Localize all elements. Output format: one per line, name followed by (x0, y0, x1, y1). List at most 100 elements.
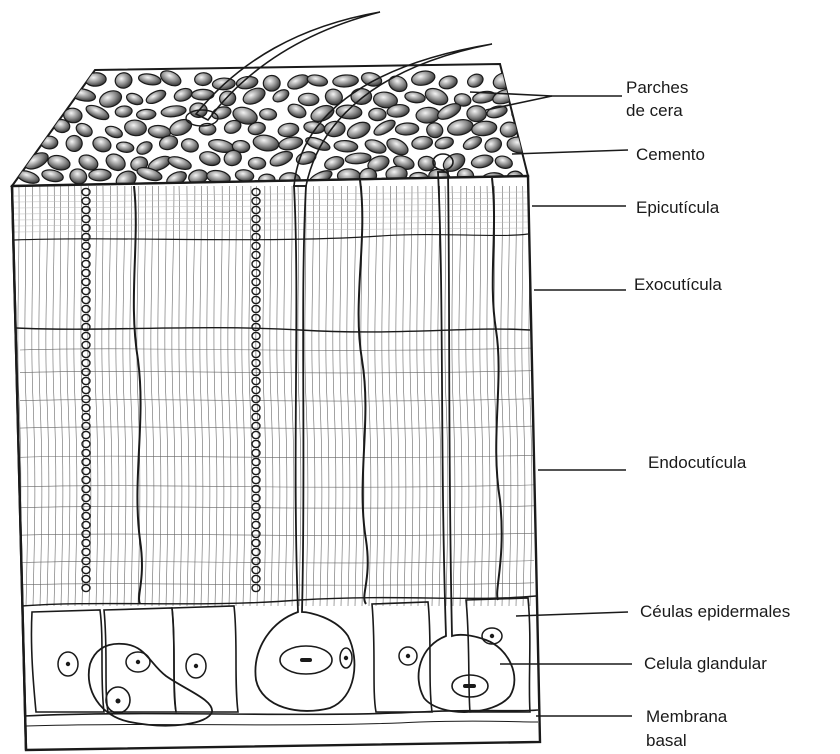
pore-canals (82, 188, 260, 591)
wax-patch (337, 169, 360, 184)
wax-patch (411, 135, 433, 150)
wax-patch (384, 135, 411, 158)
wax-patch (91, 134, 113, 154)
wax-patch (471, 120, 498, 137)
pore-canal-coil (82, 413, 90, 420)
pore-canal-coil (252, 215, 260, 222)
wax-patch (277, 122, 299, 138)
wax-patch (41, 136, 58, 149)
wax-patch (438, 74, 459, 90)
wax-patch (307, 168, 334, 189)
wax-patch (303, 121, 325, 135)
wax-patch (124, 119, 147, 137)
label-membrana-line2: basal (646, 731, 687, 750)
wax-patch (345, 152, 372, 165)
pore-canal-coil (252, 431, 260, 438)
wax-patch (135, 139, 155, 157)
wax-patch (345, 119, 373, 142)
pore-canal-coil (82, 314, 90, 321)
label-celula-glandular: Celula glandular (644, 654, 767, 673)
pore-canal-coil (82, 575, 90, 582)
wax-patch (136, 109, 156, 120)
wax-patch (363, 137, 387, 155)
wax-patch (68, 167, 89, 186)
wax-patch (104, 124, 124, 140)
pore-canal-coil (252, 404, 260, 411)
pore-canal-coil (82, 449, 90, 456)
epicuticle-band (14, 234, 528, 240)
label-cemento: Cemento (636, 145, 705, 164)
pore-canal-coil (82, 458, 90, 465)
label-parches-line2: de cera (626, 101, 683, 120)
wax-patch (116, 141, 135, 154)
wax-patch (173, 86, 194, 103)
wax-patch (167, 154, 193, 172)
wax-patches (16, 68, 534, 192)
pore-canal-coil (82, 296, 90, 303)
wax-patch (194, 72, 212, 86)
wax-patch (404, 91, 426, 105)
wax-patch (278, 135, 304, 151)
wax-patch (461, 134, 483, 152)
wax-patch (386, 73, 409, 94)
pore-canal-coil (82, 377, 90, 384)
pore-canal-coil (252, 260, 260, 267)
labels: Parches de cera Cemento Epicutícula Exoc… (626, 78, 790, 750)
pore-canal-coil (82, 512, 90, 519)
label-exocuticula: Exocutícula (634, 275, 722, 294)
wax-patch (125, 91, 144, 106)
wax-patch (180, 137, 199, 153)
pore-canal-coil (252, 413, 260, 420)
wax-patch (259, 108, 277, 121)
pore-canal-coil (252, 377, 260, 384)
wax-patch (115, 105, 133, 118)
wax-patch (467, 105, 487, 122)
wax-patch (506, 170, 525, 187)
pore-canal-coil (252, 278, 260, 285)
wax-patch (114, 71, 134, 90)
pore-canal-coil (82, 359, 90, 366)
pore-canal-coil (82, 584, 90, 591)
wax-patch (410, 69, 436, 87)
wax-patch (158, 68, 183, 89)
wax-patch (252, 133, 280, 153)
wax-cement-top-face (12, 64, 534, 191)
pore-canal-coil (252, 206, 260, 213)
wax-patch (483, 135, 504, 154)
wax-patch (16, 168, 41, 185)
pore-canal-coil (252, 566, 260, 573)
pore-canal-coil (252, 575, 260, 582)
wax-patch (494, 154, 514, 170)
label-membrana-line1: Membrana (646, 707, 728, 726)
wax-patch (416, 107, 441, 124)
label-endocuticula: Endocutícula (648, 453, 747, 472)
wax-patch (323, 154, 345, 172)
wax-patch (470, 153, 494, 169)
wax-patch (167, 116, 194, 138)
wax-patch (446, 117, 474, 137)
wax-patch (46, 153, 71, 172)
leader-lines (470, 92, 632, 716)
pore-canal-coil (82, 467, 90, 474)
wax-patch (161, 105, 187, 119)
pore-canal-coil (82, 341, 90, 348)
pore-canal-coil (252, 530, 260, 537)
pore-canal-coil (252, 557, 260, 564)
pore-canal-coil (82, 476, 90, 483)
pore-canal-coil (82, 494, 90, 501)
pore-canal-coil (252, 548, 260, 555)
wax-patch (248, 157, 266, 170)
cuticle-block (12, 154, 540, 750)
pore-canal-coil (252, 242, 260, 249)
wax-canal (492, 178, 502, 600)
pore-canal-coil (82, 566, 90, 573)
pore-canal-coil (252, 440, 260, 447)
pore-canal-coil (252, 422, 260, 429)
wax-patch (263, 75, 280, 91)
wax-patch (499, 121, 519, 138)
label-parches-line1: Parches (626, 78, 688, 97)
wax-patch (89, 169, 111, 181)
pore-canal-coil (252, 584, 260, 591)
wax-patch (395, 122, 419, 135)
pore-canal-coil (82, 350, 90, 357)
